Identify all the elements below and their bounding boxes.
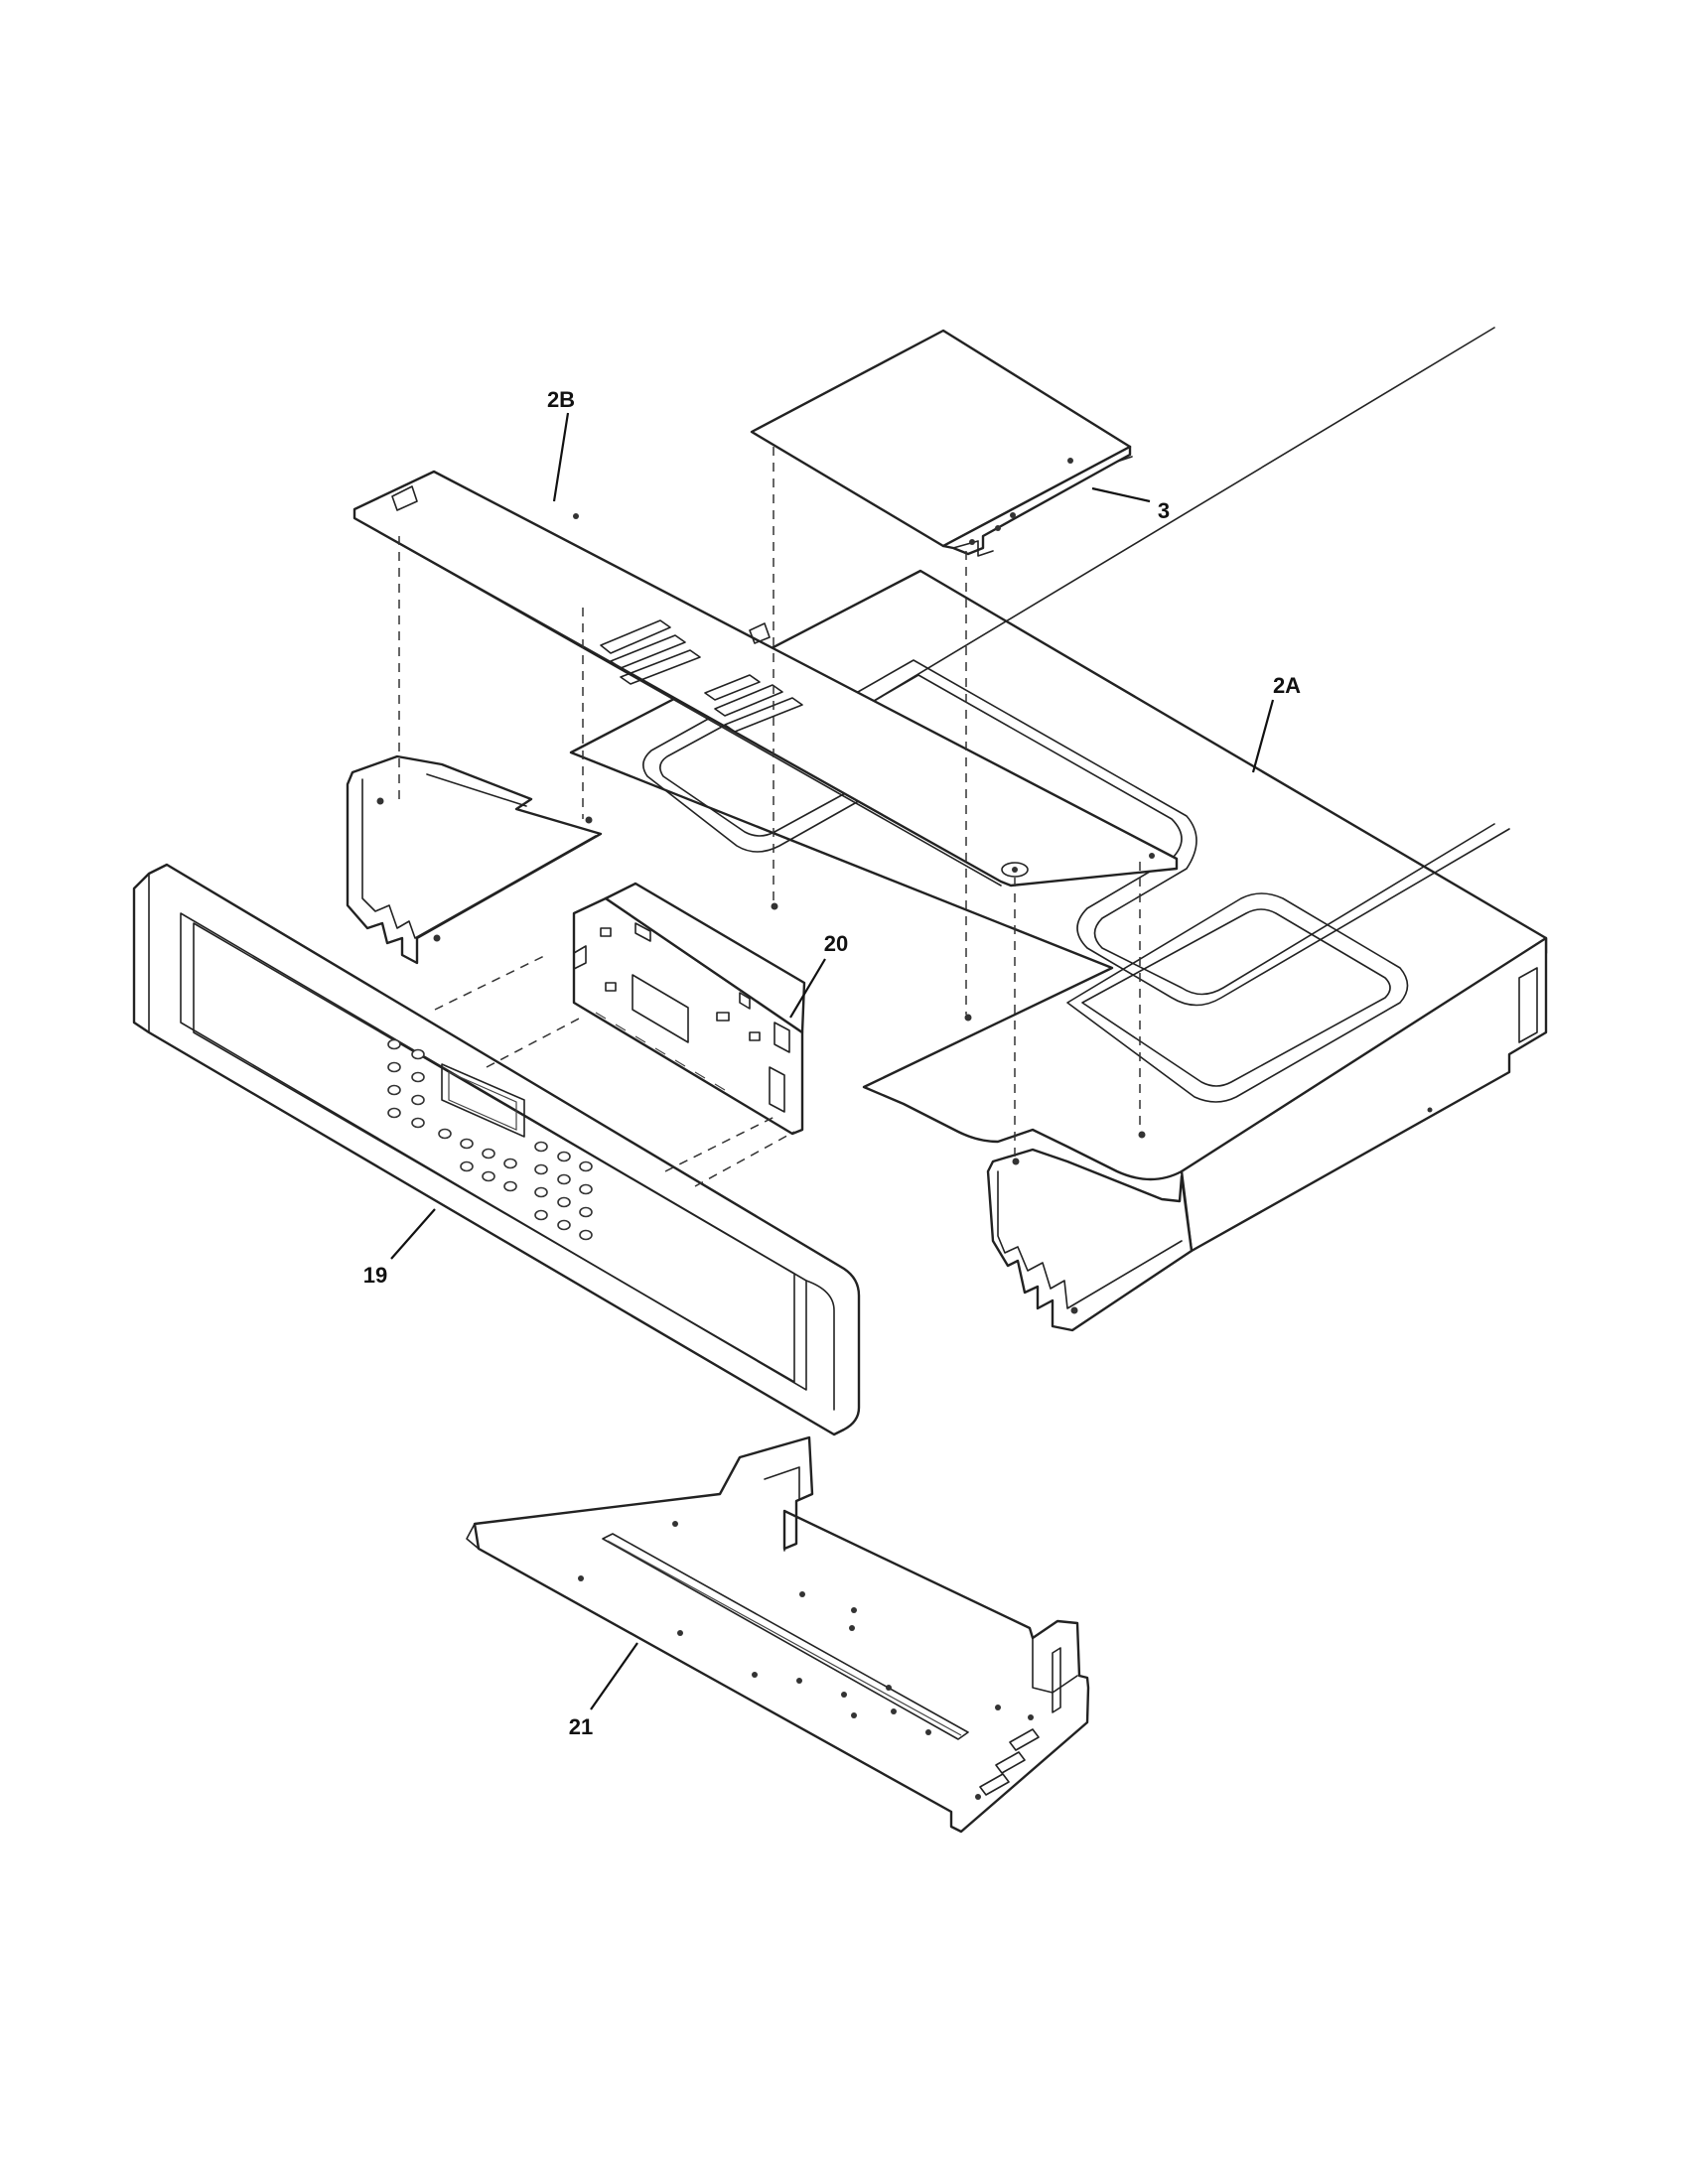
leader-lines (390, 412, 1275, 1710)
callout-labels: 2B 3 2A 20 19 21 (363, 387, 1301, 1739)
part-20-control-board (572, 882, 806, 1136)
part-2b-top-trim (352, 470, 1179, 887)
callout-3: 3 (1158, 498, 1170, 523)
part-19-control-panel (132, 863, 861, 1436)
callout-20: 20 (824, 931, 848, 956)
part-2a-right-side-bracket (986, 1148, 1194, 1332)
part-2a-left-side-bracket (346, 754, 603, 965)
callout-2b: 2B (547, 387, 575, 412)
part-3-cover-plate (750, 329, 1133, 557)
callout-19: 19 (363, 1263, 387, 1288)
part-21-lower-bracket (466, 1435, 1090, 1834)
callout-2a: 2A (1273, 673, 1301, 698)
assembly-dashed-lines (398, 447, 1141, 1187)
callout-21: 21 (569, 1714, 593, 1739)
